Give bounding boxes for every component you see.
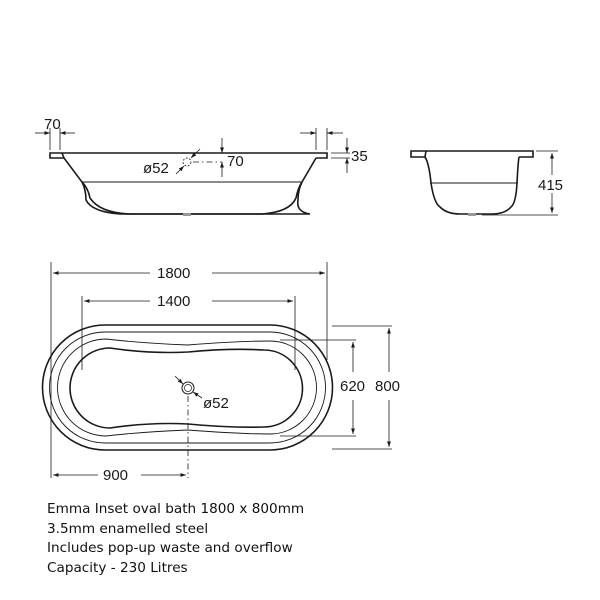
plan-view: 1800 1400 ø52 900 620 80	[41, 262, 400, 484]
dim-overflow-diameter: ø52	[143, 160, 169, 177]
dim-rim-thickness: 35	[351, 148, 368, 165]
spec-includes: Includes pop-up waste and overflow	[47, 540, 293, 556]
dim-inner-length: 1400	[157, 293, 190, 310]
plan-inner-basin	[69, 347, 304, 429]
dim-waste-diameter: ø52	[203, 395, 229, 412]
side-rim-left	[49, 152, 328, 159]
side-waste-outlet	[183, 213, 191, 216]
dim-overall-length: 1800	[157, 265, 190, 282]
dim-depth: 415	[538, 177, 563, 194]
end-waste-outlet	[468, 213, 476, 216]
waste-icon	[181, 381, 195, 395]
spec-capacity: Capacity - 230 Litres	[47, 559, 188, 576]
dim-rim-left: 70	[44, 116, 61, 133]
dim-overall-width: 800	[375, 378, 400, 395]
end-rim	[410, 150, 534, 158]
overflow-icon	[182, 157, 192, 167]
spec-material: 3.5mm enamelled steel	[47, 520, 209, 537]
side-view: 70 35 ø52 70	[35, 116, 368, 216]
plan-outer-rim	[41, 324, 334, 451]
side-body-outline	[61, 152, 317, 215]
dim-inner-width: 620	[340, 378, 365, 395]
dim-overflow-offset: 70	[227, 153, 244, 170]
end-body-outline	[424, 150, 520, 215]
spec-title: Emma Inset oval bath 1800 x 800mm	[47, 501, 305, 517]
end-view: 415	[410, 150, 563, 216]
product-specs: Emma Inset oval bath 1800 x 800mm 3.5mm …	[47, 500, 304, 578]
dim-waste-position: 900	[103, 467, 128, 484]
